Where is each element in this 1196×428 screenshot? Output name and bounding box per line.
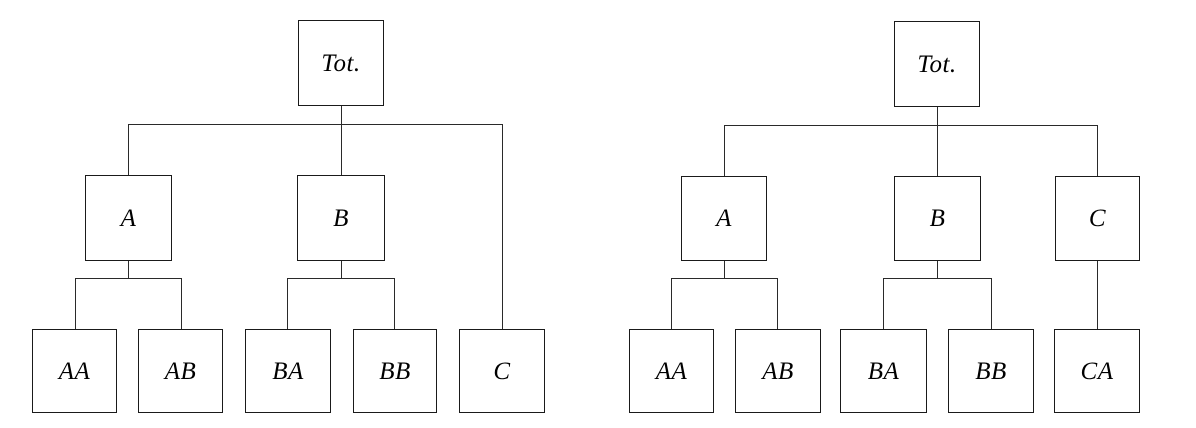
node-label: BA	[867, 357, 900, 385]
edge-bus-b-left	[287, 278, 395, 279]
edge-bus-to-ab-right	[777, 278, 778, 329]
edge-bus-to-bb-right	[991, 278, 992, 329]
edge-bus-to-b-left	[341, 124, 342, 175]
edge-bus-to-ab-left	[181, 278, 182, 329]
edge-bus-to-aa-right	[671, 278, 672, 329]
node-ca-right[interactable]: CA	[1054, 329, 1140, 413]
node-a-left[interactable]: A	[85, 175, 172, 261]
node-tot-right[interactable]: Tot.	[894, 21, 980, 107]
node-ab-left[interactable]: AB	[138, 329, 223, 413]
node-aa-right[interactable]: AA	[629, 329, 714, 413]
edge-a-stem-right	[724, 261, 725, 279]
edge-tot-stem-left	[341, 106, 342, 125]
edge-bus-tot-right	[724, 125, 1098, 126]
edge-bus-to-aa-left	[75, 278, 76, 329]
node-label: AB	[762, 357, 794, 385]
node-label: BB	[379, 357, 411, 385]
node-ba-left[interactable]: BA	[245, 329, 331, 413]
node-tot-left[interactable]: Tot.	[298, 20, 384, 106]
node-label: C	[1088, 205, 1107, 232]
node-bb-left[interactable]: BB	[353, 329, 437, 413]
edge-bus-a-left	[75, 278, 182, 279]
edge-bus-to-c-right	[1097, 125, 1098, 176]
edge-bus-a-right	[671, 278, 778, 279]
edge-bus-to-a-right	[724, 125, 725, 176]
node-label: AA	[655, 357, 688, 385]
node-label: Tot.	[321, 49, 361, 77]
node-label: C	[493, 357, 511, 385]
node-ab-right[interactable]: AB	[735, 329, 821, 413]
edge-b-stem-left	[341, 261, 342, 279]
node-label: BA	[272, 357, 304, 385]
node-c-right[interactable]: C	[1055, 176, 1140, 261]
node-b-left[interactable]: B	[297, 175, 385, 261]
edge-bus-to-bb-left	[394, 278, 395, 329]
edge-bus-to-ba-right	[883, 278, 884, 329]
node-label: A	[716, 205, 732, 232]
edge-c-to-ca-right	[1097, 261, 1098, 329]
node-label: AA	[58, 357, 91, 385]
node-label: B	[929, 205, 946, 232]
node-aa-left[interactable]: AA	[32, 329, 117, 413]
edge-bus-to-c-left	[502, 124, 503, 329]
node-label: Tot.	[917, 50, 957, 78]
node-c-left[interactable]: C	[459, 329, 545, 413]
edge-bus-to-b-right	[937, 125, 938, 176]
edge-bus-tot-left	[128, 124, 502, 125]
edge-b-stem-right	[937, 261, 938, 279]
node-label: CA	[1080, 357, 1114, 385]
node-label: A	[120, 204, 137, 232]
node-ba-right[interactable]: BA	[840, 329, 927, 413]
edge-bus-to-a-left	[128, 124, 129, 175]
node-label: AB	[164, 357, 197, 385]
node-b-right[interactable]: B	[894, 176, 981, 261]
edge-a-stem-left	[128, 261, 129, 279]
node-label: BB	[975, 357, 1007, 385]
edge-bus-b-right	[883, 278, 992, 279]
node-a-right[interactable]: A	[681, 176, 767, 261]
edge-tot-stem-right	[937, 107, 938, 126]
edge-bus-to-ba-left	[287, 278, 288, 329]
node-bb-right[interactable]: BB	[948, 329, 1034, 413]
node-label: B	[333, 204, 349, 232]
